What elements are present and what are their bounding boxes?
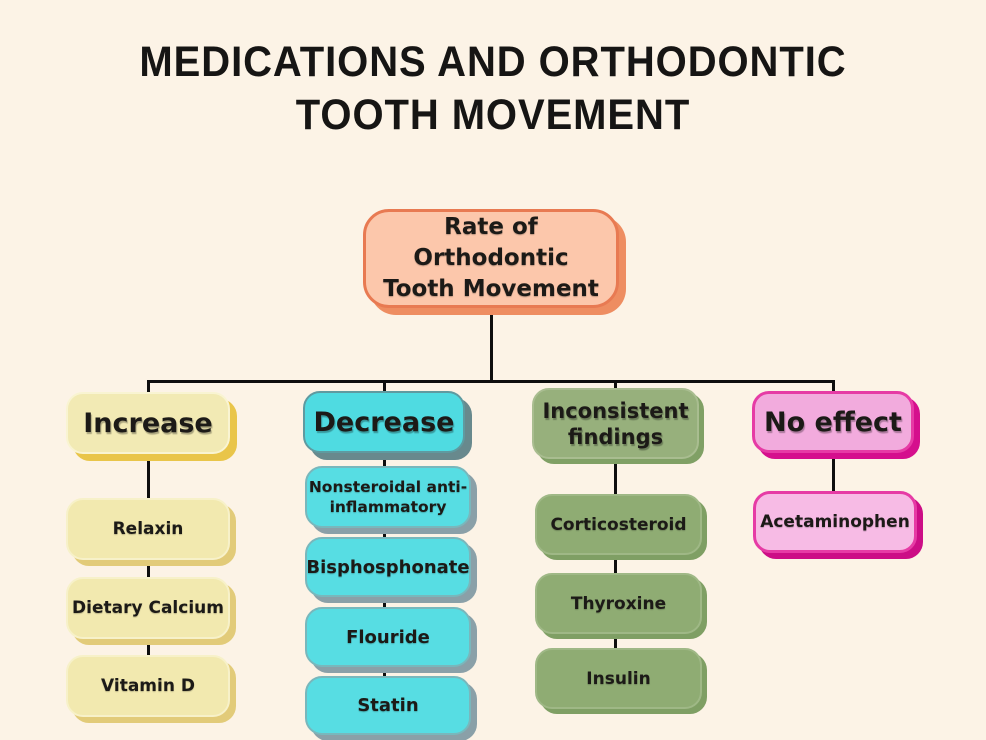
branch-header-decrease: Decrease — [303, 391, 465, 453]
branch-header-no-effect-label: No effect — [764, 406, 902, 438]
node-dietary-calcium: Dietary Calcium — [66, 577, 230, 639]
node-vitamin-d: Vitamin D — [66, 655, 230, 717]
node-flouride: Flouride — [305, 607, 471, 667]
branch-header-increase: Increase — [66, 392, 230, 454]
node-relaxin: Relaxin — [66, 498, 230, 560]
root-node-label: Rate of Orthodontic Tooth Movement — [383, 214, 599, 302]
page-title: MEDICATIONS AND ORTHODONTIC TOOTH MOVEME… — [35, 36, 952, 142]
node-thyroxine: Thyroxine — [535, 573, 702, 634]
connector-root-vertical — [490, 306, 493, 382]
node-acetaminophen: Acetaminophen — [753, 491, 917, 553]
page-title-line-2: TOOTH MOVEMENT — [295, 91, 691, 139]
node-statin: Statin — [305, 676, 471, 735]
root-node-rate-of-tooth-movement: Rate of Orthodontic Tooth Movement — [363, 209, 619, 308]
branch-header-decrease-label: Decrease — [313, 406, 455, 438]
node-nonsteroidal-anti-inflammatory: Nonsteroidal anti-inflammatory — [305, 466, 471, 528]
branch-header-inconsistent-findings: Inconsistent findings — [532, 388, 699, 459]
connector-horizontal-bar — [147, 380, 835, 383]
branch-header-increase-label: Increase — [83, 407, 213, 439]
node-corticosteroid: Corticosteroid — [535, 494, 702, 555]
branch-header-inconsistent-label: Inconsistent findings — [542, 398, 689, 449]
node-bisphosphonate: Bisphosphonate — [305, 537, 471, 597]
branch-header-no-effect: No effect — [752, 391, 914, 453]
page-title-line-1: MEDICATIONS AND ORTHODONTIC — [139, 38, 847, 86]
connector-column-decrease — [383, 380, 386, 678]
node-insulin: Insulin — [535, 648, 702, 709]
